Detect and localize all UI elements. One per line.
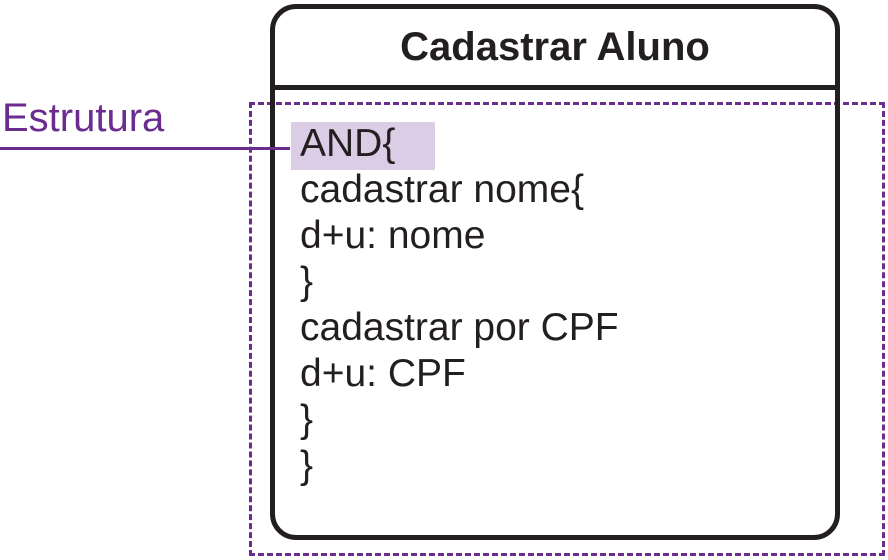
and-highlight: [291, 122, 435, 170]
code-line-and: AND{: [300, 122, 396, 165]
task-card: Cadastrar Aluno: [270, 4, 840, 540]
task-code-block: AND{ cadastrar nome{ d+u: nome } cadastr…: [300, 121, 619, 489]
card-title-divider: [275, 85, 835, 90]
code-line-du-nome: d+u: nome: [300, 214, 486, 257]
code-line-cadastrar-nome: cadastrar nome{: [300, 168, 584, 211]
code-line-du-cpf: d+u: CPF: [300, 352, 466, 395]
structure-dashed-region: [249, 102, 885, 556]
code-line-close-brace: }: [300, 398, 314, 441]
annotation-connector-line: [0, 147, 290, 150]
card-title: Cadastrar Aluno: [400, 25, 710, 69]
code-line-cadastrar-cpf: cadastrar por CPF: [300, 306, 619, 349]
annotation-label: Estrutura: [2, 96, 165, 140]
code-line-close-brace: }: [300, 444, 314, 487]
code-line-close-brace: }: [300, 260, 314, 303]
